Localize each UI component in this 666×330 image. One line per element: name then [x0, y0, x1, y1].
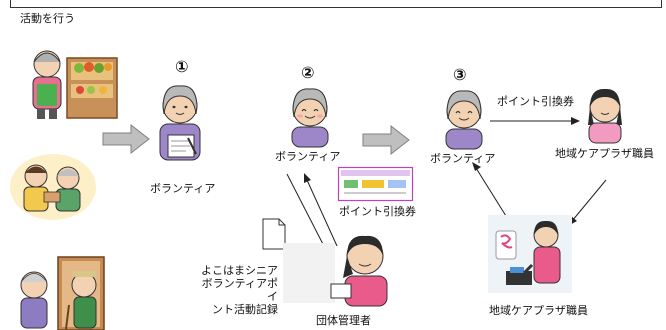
volunteer-writing-illustration [159, 85, 201, 161]
plaza-staff-illustration-bottom [488, 215, 572, 293]
step-2-caption: ボランティア [275, 150, 341, 163]
voucher-card-illustration [337, 166, 414, 202]
step-2-number: ② [301, 63, 315, 82]
arrow-staff-to-volunteer [472, 162, 507, 217]
step-3-number: ③ [453, 65, 467, 84]
record-sheet-background [283, 243, 335, 303]
plaza-staff-bottom-label: 地域ケアプラザ職員 [489, 304, 588, 317]
step-1-caption: ボランティア [150, 182, 216, 195]
volunteer-happy-illustration [445, 90, 483, 150]
record-label: よこはまシニア ボランティアポイ ント活動記録 [201, 264, 278, 316]
step-1-number: ① [175, 57, 189, 76]
flow-arrow-2 [362, 124, 410, 156]
voucher-arrow-label: ポイント引換券 [497, 95, 574, 108]
voucher-card-label: ポイント引換券 [339, 205, 416, 218]
plaza-staff-illustration-top [588, 88, 622, 144]
volunteer-smiling-illustration [291, 88, 329, 148]
organizer-label: 団体管理者 [316, 314, 371, 327]
top-frame-border [10, 0, 662, 8]
step-3-caption: ボランティア [430, 152, 496, 165]
voucher-arrow [490, 117, 580, 125]
farm-stand-illustration [32, 50, 118, 119]
organizer-illustration [330, 235, 388, 307]
activity-heading: 活動を行う [20, 12, 75, 25]
arrow-staff-to-staff [568, 179, 607, 226]
flow-arrow-1 [102, 123, 150, 155]
visiting-elderly-illustration [20, 256, 105, 330]
helping-neighbors-illustration [10, 154, 96, 220]
plaza-staff-top-label: 地域ケアプラザ職員 [555, 147, 654, 160]
record-document-icon [262, 218, 286, 250]
